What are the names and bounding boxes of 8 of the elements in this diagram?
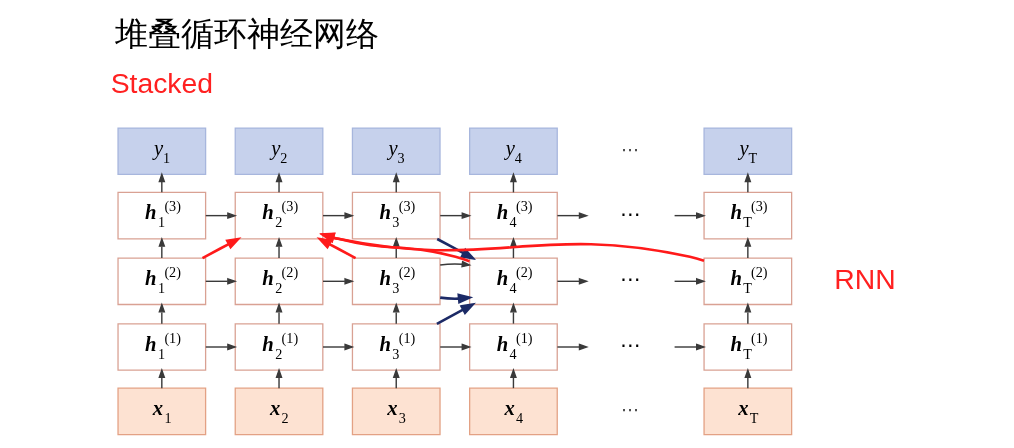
node-text: ⋯ bbox=[620, 332, 641, 357]
label: Stacked bbox=[110, 66, 213, 99]
node-text: ⋯ bbox=[620, 267, 641, 292]
node-text: ⋯ bbox=[620, 201, 641, 226]
diagram-title: 堆叠循环神经网络 bbox=[115, 14, 380, 54]
label: ⋯ bbox=[620, 138, 639, 160]
label: RNN bbox=[834, 262, 896, 295]
label: ⋯ bbox=[620, 399, 639, 421]
